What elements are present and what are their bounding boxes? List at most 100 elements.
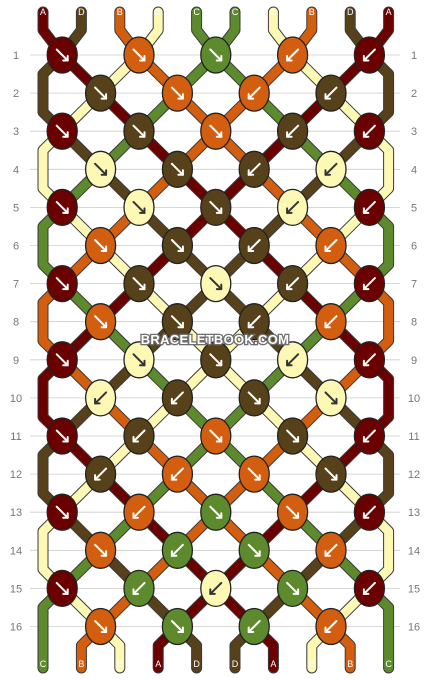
arrow-se-icon	[209, 48, 223, 62]
knot	[276, 36, 309, 74]
arrow-head	[215, 131, 223, 138]
knot	[84, 150, 117, 188]
knot	[353, 569, 386, 608]
arrow-head	[286, 131, 293, 138]
row-label-right: 11	[408, 431, 419, 443]
arrow-sw-icon	[286, 200, 300, 214]
strand-label-top: E	[270, 7, 276, 17]
knot	[238, 226, 270, 265]
strand-label-bottom: B	[347, 659, 353, 669]
arrow-head	[215, 359, 223, 367]
arrow-sw-icon	[247, 620, 261, 633]
arrow-head	[292, 436, 300, 443]
arrow-head	[254, 397, 261, 405]
arrow-head	[331, 474, 338, 481]
knot	[161, 455, 194, 493]
strand-label-bottom: E	[309, 659, 315, 669]
knot	[315, 74, 347, 112]
knot	[84, 74, 117, 112]
arrow-sw-icon	[247, 86, 261, 100]
arrow-se-icon	[94, 239, 108, 252]
arrow-head	[286, 55, 293, 62]
row-label-left: 12	[10, 469, 22, 481]
arrow-head	[254, 474, 261, 481]
arrow-se-icon	[55, 48, 69, 62]
arrow-head	[100, 169, 108, 176]
arrow-se-icon	[324, 391, 338, 405]
arrow-sw-icon	[324, 315, 338, 329]
arrow-se-icon	[247, 467, 261, 481]
arrow-head	[94, 397, 101, 405]
knot	[200, 264, 232, 303]
knot	[123, 341, 155, 379]
row-label-left: 14	[10, 545, 22, 557]
knot	[161, 150, 194, 188]
arrow-se-icon	[55, 200, 69, 214]
arrow-head	[170, 397, 178, 405]
knot	[161, 226, 194, 265]
arrow-sw-icon	[286, 124, 300, 138]
strand-label-top: C	[193, 7, 200, 17]
knot	[238, 150, 270, 188]
arrow-se-icon	[170, 162, 184, 176]
row-label-left: 1	[13, 50, 19, 62]
arrow-head	[139, 55, 146, 62]
arrow-sw-icon	[94, 391, 108, 405]
arrow-head	[362, 512, 370, 519]
arrow-se-icon	[55, 277, 69, 291]
strand-label-bottom: C	[40, 659, 47, 669]
arrow-head	[286, 207, 293, 214]
arrow-head	[177, 169, 184, 176]
knot	[315, 303, 347, 341]
arrow-head	[324, 550, 331, 557]
arrow-head	[247, 245, 255, 252]
knot	[238, 607, 270, 646]
row-label-left: 2	[13, 88, 19, 100]
arrow-head	[62, 283, 69, 291]
knot	[84, 226, 117, 265]
strand-label-bottom: A	[270, 659, 276, 669]
arrow-se-icon	[170, 620, 184, 633]
arrow-head	[362, 436, 370, 443]
arrow-sw-icon	[94, 467, 108, 481]
arrow-head	[331, 397, 338, 405]
knot	[200, 36, 232, 74]
row-label-right: 6	[411, 241, 417, 253]
arrow-head	[362, 588, 370, 595]
row-label-left: 5	[13, 202, 19, 214]
arrow-head	[286, 359, 293, 367]
knot	[123, 264, 155, 303]
arrow-head	[132, 436, 139, 443]
strand-label-bottom: B	[78, 659, 84, 669]
arrow-sw-icon	[362, 200, 376, 214]
arrow-head	[215, 512, 223, 519]
arrow-sw-icon	[286, 277, 300, 291]
arrow-sw-icon	[362, 581, 376, 595]
knot	[276, 341, 309, 379]
arrow-head	[170, 474, 178, 481]
knot	[315, 226, 347, 265]
arrow-se-icon	[209, 200, 223, 214]
knot	[276, 569, 309, 608]
knot	[315, 531, 347, 569]
arrow-sw-icon	[324, 543, 338, 557]
knot	[238, 455, 270, 493]
watermark-text: BRACELETBOOK.COM	[141, 332, 290, 347]
arrow-se-icon	[209, 353, 223, 367]
row-label-left: 9	[13, 355, 19, 367]
arrow-sw-icon	[247, 315, 261, 329]
knot	[46, 341, 78, 379]
arrow-head	[100, 626, 108, 633]
arrow-head	[215, 283, 223, 291]
arrow-head	[324, 245, 331, 252]
row-label-left: 6	[13, 241, 19, 253]
strand-label-top: D	[347, 7, 354, 17]
strand-label-top: A	[40, 7, 46, 17]
arrow-se-icon	[209, 505, 223, 519]
arrow-se-icon	[132, 353, 146, 367]
knot	[161, 531, 194, 569]
arrow-head	[247, 169, 255, 176]
